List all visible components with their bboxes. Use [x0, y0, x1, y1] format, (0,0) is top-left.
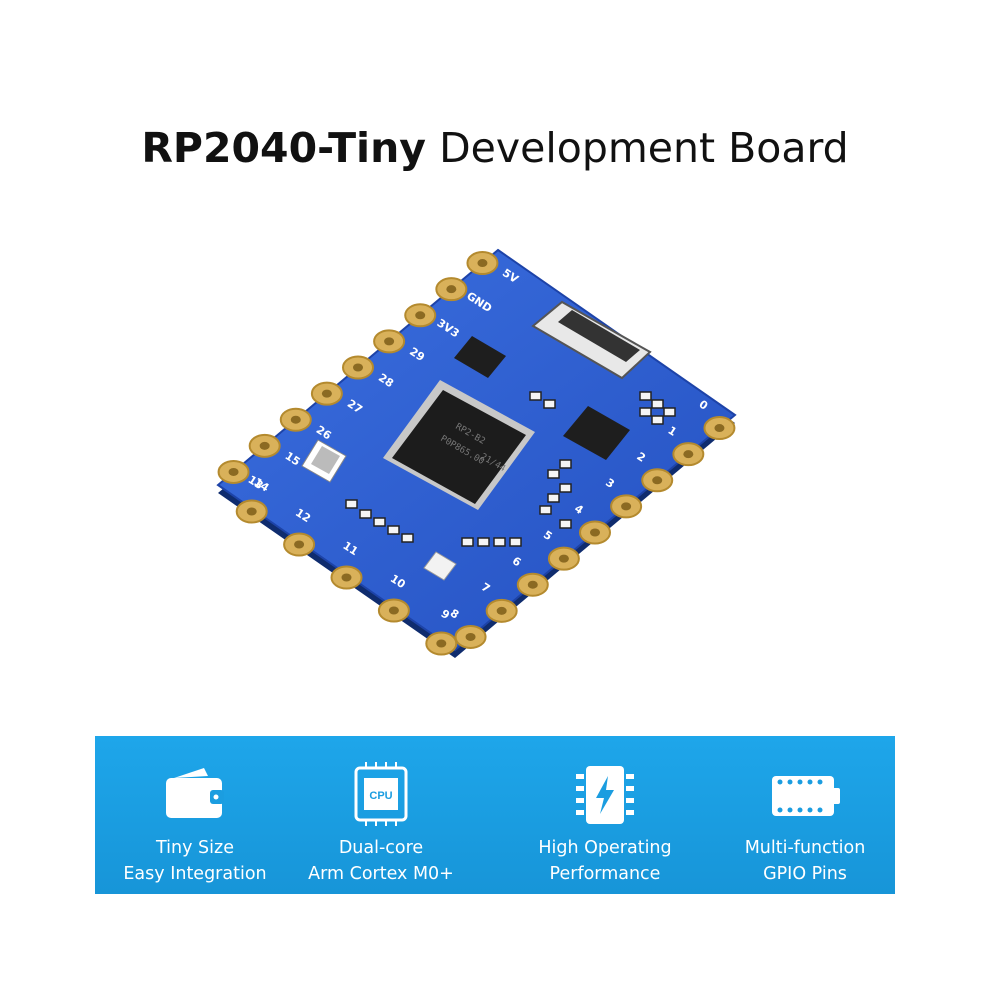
left-pad-6-hole	[290, 415, 301, 424]
passive-component-21	[543, 399, 556, 409]
page-title: RP2040-Tiny Development Board	[0, 124, 990, 172]
right-edge-pads	[454, 416, 736, 649]
passive-component-18	[559, 519, 572, 529]
passive-component-9	[461, 537, 474, 547]
left-pad-8-hole	[228, 467, 239, 476]
gpio-board-icon	[772, 776, 840, 816]
feature-subtitle: GPIO Pins	[763, 864, 847, 884]
passive-component-13	[639, 391, 652, 401]
rgb-led	[423, 551, 457, 581]
passive-component-20	[529, 391, 542, 401]
right-pad-0-hole	[465, 632, 476, 641]
feature-title: Tiny Size	[156, 838, 234, 858]
features-banner: Tiny Size Easy Integration CPU Dual-core…	[95, 736, 895, 894]
flash-chip	[563, 406, 630, 460]
passive-component-0	[559, 459, 572, 469]
passive-component-2	[559, 483, 572, 493]
passive-component-8	[401, 533, 414, 543]
rp2040-chip: RP2-B2 P0P865.00 21/44	[383, 380, 535, 510]
bottom-pad-1-hole	[294, 540, 305, 549]
passive-component-1	[547, 469, 560, 479]
title-product-name: RP2040-Tiny	[141, 124, 427, 172]
passive-component-5	[359, 509, 372, 519]
right-pad-3-hole	[558, 554, 569, 563]
feature-dual-core: CPU Dual-core Arm Cortex M0+	[281, 736, 481, 894]
right-pad-1-hole	[496, 606, 507, 615]
right-pad-6-hole	[652, 476, 663, 485]
regulator-chip	[454, 336, 506, 378]
feature-subtitle: Easy Integration	[123, 864, 267, 884]
feature-subtitle: Performance	[549, 864, 661, 884]
left-pad-3-hole	[384, 337, 395, 346]
crystal	[301, 439, 347, 483]
left-pad-4-hole	[353, 363, 363, 372]
left-pad-7-hole	[259, 441, 270, 450]
passive-component-16	[639, 407, 652, 417]
feature-gpio: Multi-function GPIO Pins	[705, 736, 905, 894]
feature-tiny-size: Tiny Size Easy Integration	[95, 736, 295, 894]
cpu-icon-text: CPU	[369, 790, 392, 802]
passive-component-3	[547, 493, 560, 503]
right-pad-2-hole	[527, 580, 538, 589]
feature-performance: High Operating Performance	[505, 736, 705, 894]
left-edge-pads	[217, 251, 499, 656]
passive-component-17	[651, 415, 664, 425]
wallet-icon	[166, 768, 224, 818]
passive-component-12	[509, 537, 522, 547]
passive-component-14	[651, 399, 664, 409]
bottom-pad-4-hole	[436, 639, 447, 648]
left-pad-2-hole	[415, 311, 426, 320]
passive-component-19	[539, 505, 552, 515]
fpc-connector	[531, 300, 652, 380]
lightning-chip-icon	[576, 766, 634, 824]
passive-component-7	[387, 525, 400, 535]
left-pad-1-hole	[446, 285, 457, 294]
right-pad-7-hole	[683, 450, 694, 459]
passive-component-15	[663, 407, 676, 417]
bottom-pad-2-hole	[341, 573, 352, 582]
passive-component-6	[373, 517, 386, 527]
passive-component-4	[345, 499, 358, 509]
feature-subtitle: Arm Cortex M0+	[308, 864, 454, 884]
right-pad-4-hole	[590, 528, 600, 537]
bottom-pad-0-hole	[246, 507, 257, 516]
left-pad-5-hole	[321, 389, 332, 398]
feature-title: Dual-core	[338, 838, 424, 858]
right-pad-8-hole	[714, 424, 725, 433]
cpu-icon: CPU	[354, 762, 408, 826]
feature-title: High Operating	[538, 838, 672, 858]
passive-component-10	[477, 537, 490, 547]
right-pad-5-hole	[621, 502, 632, 511]
feature-title: Multi-function	[744, 838, 866, 858]
title-suffix: Development Board	[439, 124, 849, 172]
passive-components	[345, 391, 676, 547]
bottom-pad-3-hole	[388, 606, 399, 615]
passive-component-11	[493, 537, 506, 547]
left-pad-0-hole	[477, 259, 488, 268]
